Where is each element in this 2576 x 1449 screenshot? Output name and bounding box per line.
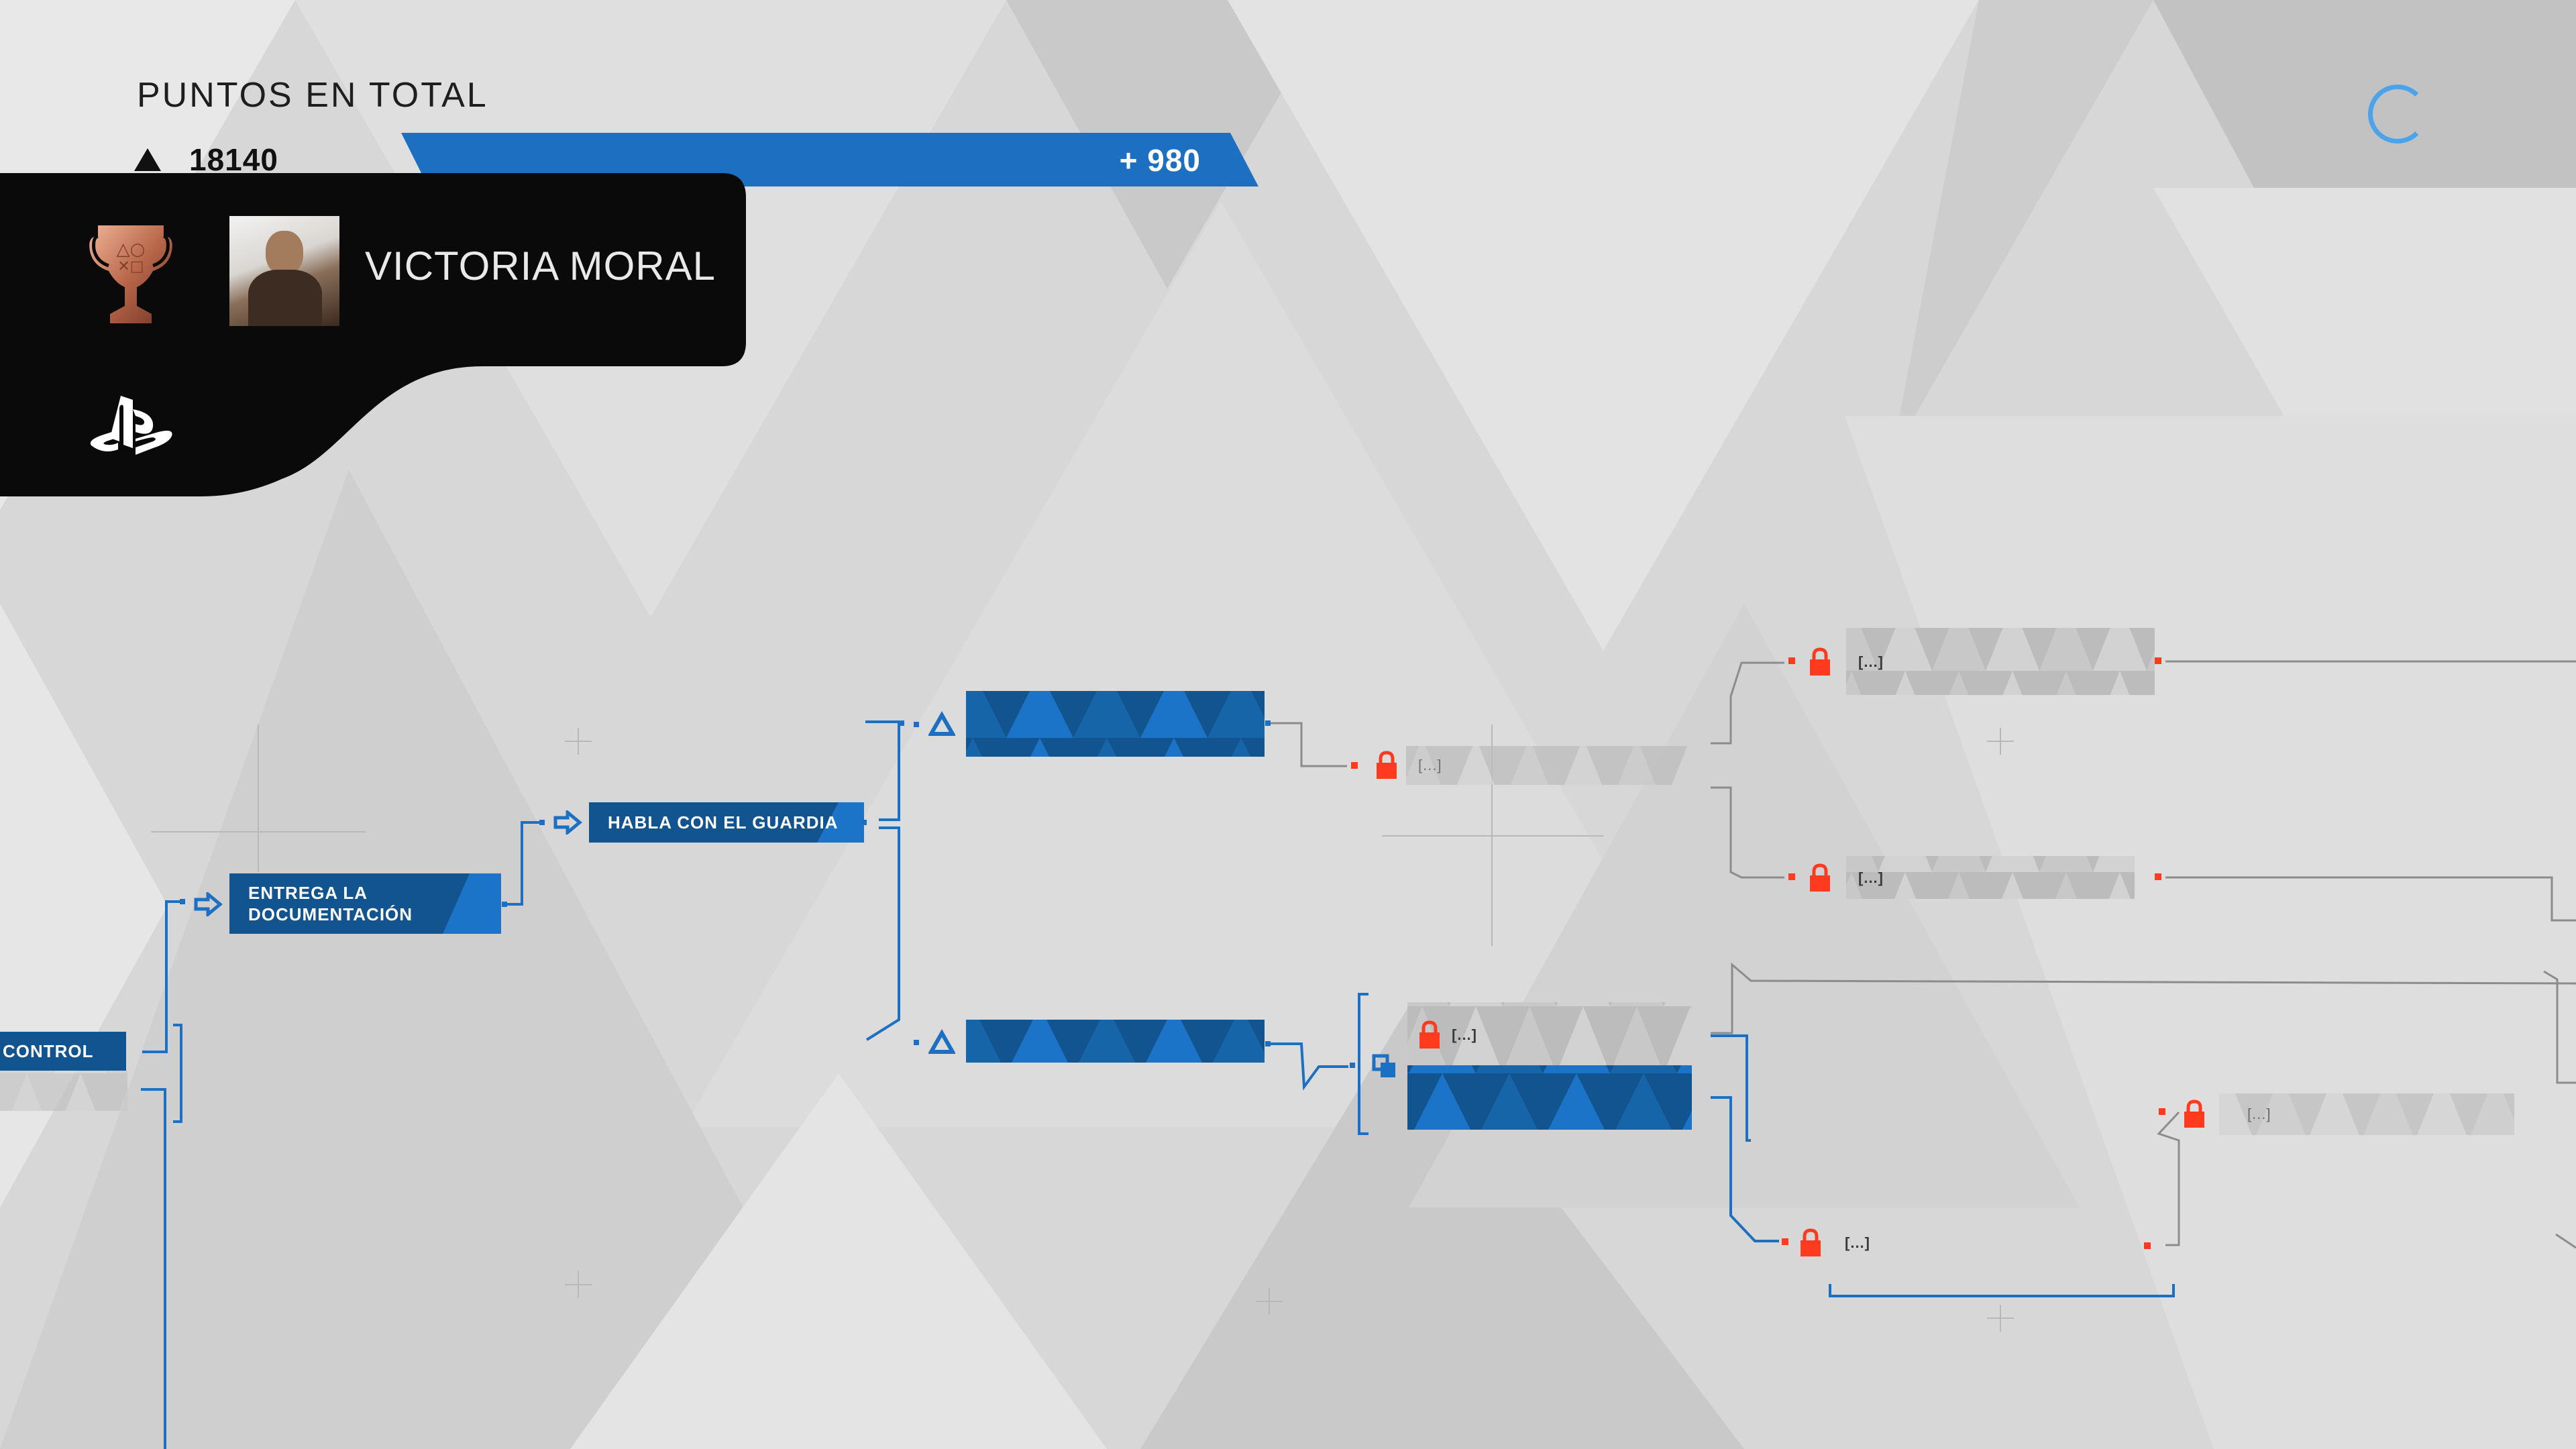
node-locked-f-label: [...] [2247,1106,2271,1122]
node-locked-d-shape [1407,1002,1692,1065]
node-locked-d[interactable]: [...] [1418,1018,1686,1052]
trophy-name: VICTORIA MORAL [365,244,716,288]
node-control-label: CONTROL [3,1041,94,1061]
node-choice-lower[interactable] [966,1020,1265,1063]
square-choice-icon [1372,1054,1395,1077]
node-entrega-shape [229,873,501,934]
lock-icon [1801,1228,1821,1256]
loading-spinner-icon [2368,85,2427,144]
node-locked-c[interactable]: [...] [1809,861,2137,895]
node-entrega-label: ENTREGA LA DOCUMENTACIÓN [248,883,413,924]
node-locked-b[interactable]: [...] [1809,645,2157,679]
lock-icon [2184,1099,2204,1128]
trophy-notification [0,173,746,496]
triangle-icon [134,148,161,171]
points-total-row: 18140 [134,140,278,180]
node-habla-label: HABLA CON EL GUARDIA [608,812,839,833]
lock-icon [1419,1020,1440,1049]
node-locked-e-label: [...] [1845,1234,1870,1251]
node-locked-c-shape [1846,856,2135,899]
node-locked-a-shape [1406,746,1688,785]
node-locked-b-label: [...] [1858,653,1884,670]
node-choice-upper-shape [966,691,1265,757]
choice-triangle-icon-lower [928,1029,955,1054]
node-choice-lower-shape [966,1020,1265,1063]
node-entrega-documentacion[interactable]: ENTREGA LA DOCUMENTACIÓN [229,873,501,934]
node-locked-f-shape [2219,1093,2514,1135]
node-habla-shape [589,802,864,843]
points-title: PUNTOS EN TOTAL [137,76,488,115]
node-locked-f[interactable]: [...] [2183,1097,2512,1131]
node-locked-d-label: [...] [1452,1026,1477,1043]
playstation-logo-icon [90,396,172,455]
node-control-shape [0,1032,127,1111]
node-habla-con-el-guardia[interactable]: HABLA CON EL GUARDIA [589,802,864,843]
node-locked-a-label: [...] [1418,757,1442,773]
bronze-trophy-icon: △○ ✕□ [89,225,172,323]
lock-icon [1810,647,1830,676]
node-locked-a[interactable]: [...] [1375,746,1690,785]
node-locked-c-label: [...] [1858,869,1884,886]
choice-triangle-icon-upper [928,711,955,736]
points-total: 18140 [189,142,278,177]
lock-icon [1810,863,1830,892]
points-gain: + 980 [1119,143,1201,178]
trophy-thumbnail [229,216,339,326]
arrow-right-icon-habla [553,810,582,835]
node-locked-e[interactable]: [...] [1799,1226,2148,1260]
node-blue-d-shape [1407,1065,1692,1130]
node-choice-upper[interactable] [966,691,1265,757]
svg-text:✕□: ✕□ [117,258,144,275]
lock-icon [1377,751,1397,779]
node-control[interactable]: CONTROL [0,1032,126,1071]
arrow-right-icon-entrega [194,892,223,916]
node-locked-b-shape [1846,628,2155,695]
svg-text:△○: △○ [117,239,146,260]
